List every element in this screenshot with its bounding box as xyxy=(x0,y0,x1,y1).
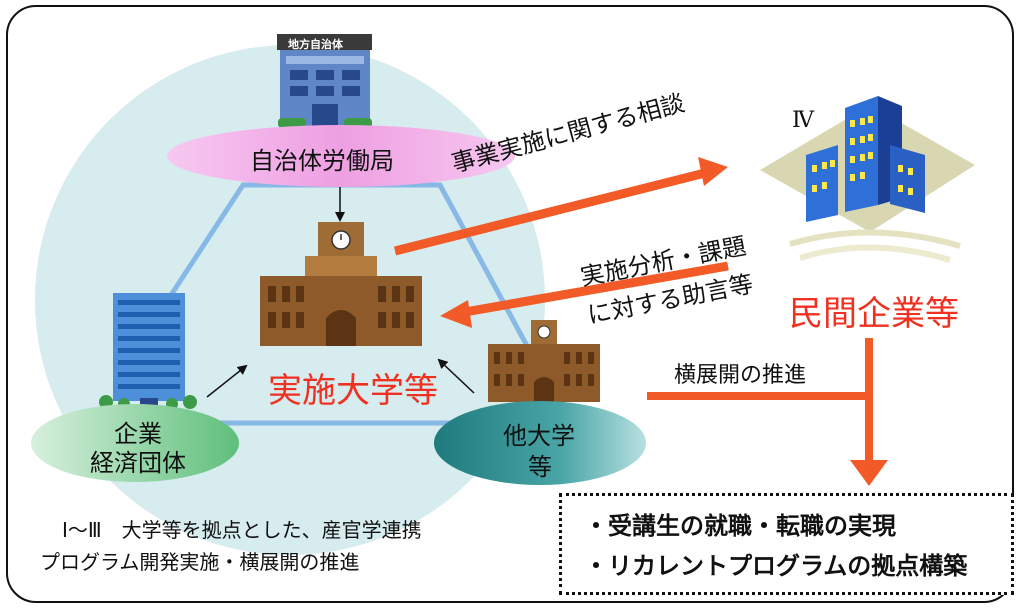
private-companies-label: 民間企業等 xyxy=(789,294,959,334)
labor-bureau-label: 自治体労働局 xyxy=(250,147,394,175)
university-building-icon xyxy=(260,222,422,346)
diagram-frame xyxy=(6,5,1014,603)
labor-bureau-ellipse xyxy=(167,125,515,187)
other-university-label-line1: 他大学 xyxy=(503,422,575,450)
university-label: 実施大学等 xyxy=(268,371,438,411)
advice-arrow xyxy=(464,261,729,317)
local-gov-building-icon xyxy=(277,34,372,128)
other-university-building-icon xyxy=(488,320,600,402)
private-roman-numeral: Ⅳ xyxy=(792,108,814,133)
consultation-arrow xyxy=(393,168,707,256)
other-university-ellipse xyxy=(434,401,646,485)
private-company-building-icon xyxy=(760,96,975,263)
companies-ellipse xyxy=(31,404,239,482)
other-university-label-line2: 等 xyxy=(528,453,552,481)
company-building-icon xyxy=(99,293,197,410)
outcome-line-1: ・受講生の就職・転職の実現 xyxy=(584,512,896,540)
rollout-label: 横展開の推進 xyxy=(674,363,807,388)
local-gov-sign: 地方自治体 xyxy=(288,38,343,51)
caption-line2: プログラム開発実施・横展開の推進 xyxy=(40,550,360,574)
companies-label-line2: 経済団体 xyxy=(90,449,186,477)
outcome-line-2: ・リカレントプログラムの拠点構築 xyxy=(584,552,968,580)
caption-line1: Ⅰ～Ⅲ 大学等を拠点とした、産官学連携 xyxy=(62,518,422,542)
companies-label-line1: 企業 xyxy=(114,420,162,448)
rollout-arrow xyxy=(647,338,888,486)
outcome-box: ・受講生の就職・転職の実現 ・リカレントプログラムの拠点構築 xyxy=(559,493,1014,595)
